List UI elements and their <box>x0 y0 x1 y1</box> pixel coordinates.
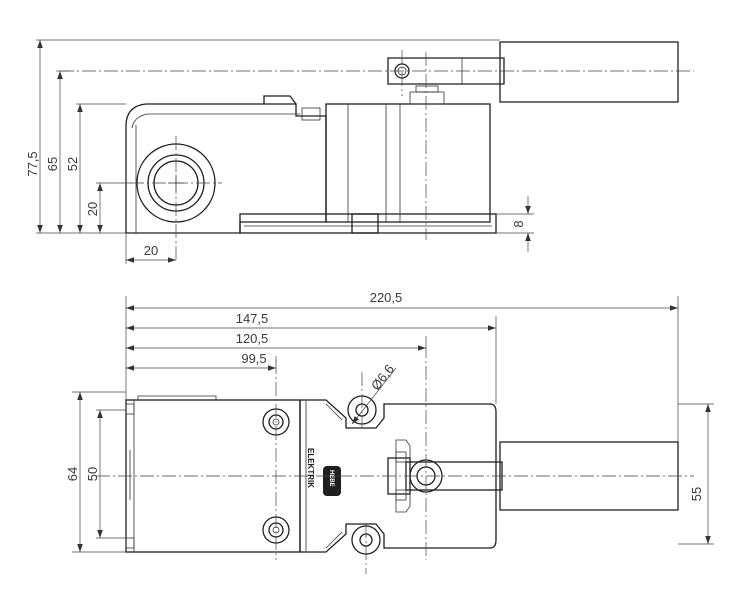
dim-height-lever-axis: 65 <box>45 157 60 171</box>
dim-hole-diameter: Ø6,6 <box>368 362 397 393</box>
hebe-logo: HEBE <box>323 466 341 496</box>
top-view: ELEKTRIK HEBE <box>65 290 714 574</box>
dim-width-body: 64 <box>65 467 80 481</box>
dim-base-height: 8 <box>511 220 526 227</box>
dim-length-total: 220,5 <box>370 290 403 305</box>
dim-height-body: 52 <box>65 157 80 171</box>
dim-height-conduit: 20 <box>85 202 100 216</box>
dim-width-holes: 50 <box>85 467 100 481</box>
side-view: 77,5 65 52 20 20 8 <box>25 39 694 264</box>
dim-length-body: 147,5 <box>236 311 269 326</box>
logo-text: HEBE <box>328 470 334 487</box>
dim-length-mounting-holes: 99,5 <box>241 351 266 366</box>
dim-height-total: 77,5 <box>25 151 40 176</box>
dim-width-conduit: 20 <box>144 243 158 258</box>
actuator-head <box>239 85 497 234</box>
lever-arm <box>387 41 679 103</box>
brand-label: ELEKTRIK <box>306 448 315 488</box>
dim-length-roller-axis: 120,5 <box>236 331 269 346</box>
side-housing <box>125 95 327 234</box>
dim-width-roller: 55 <box>689 487 704 501</box>
